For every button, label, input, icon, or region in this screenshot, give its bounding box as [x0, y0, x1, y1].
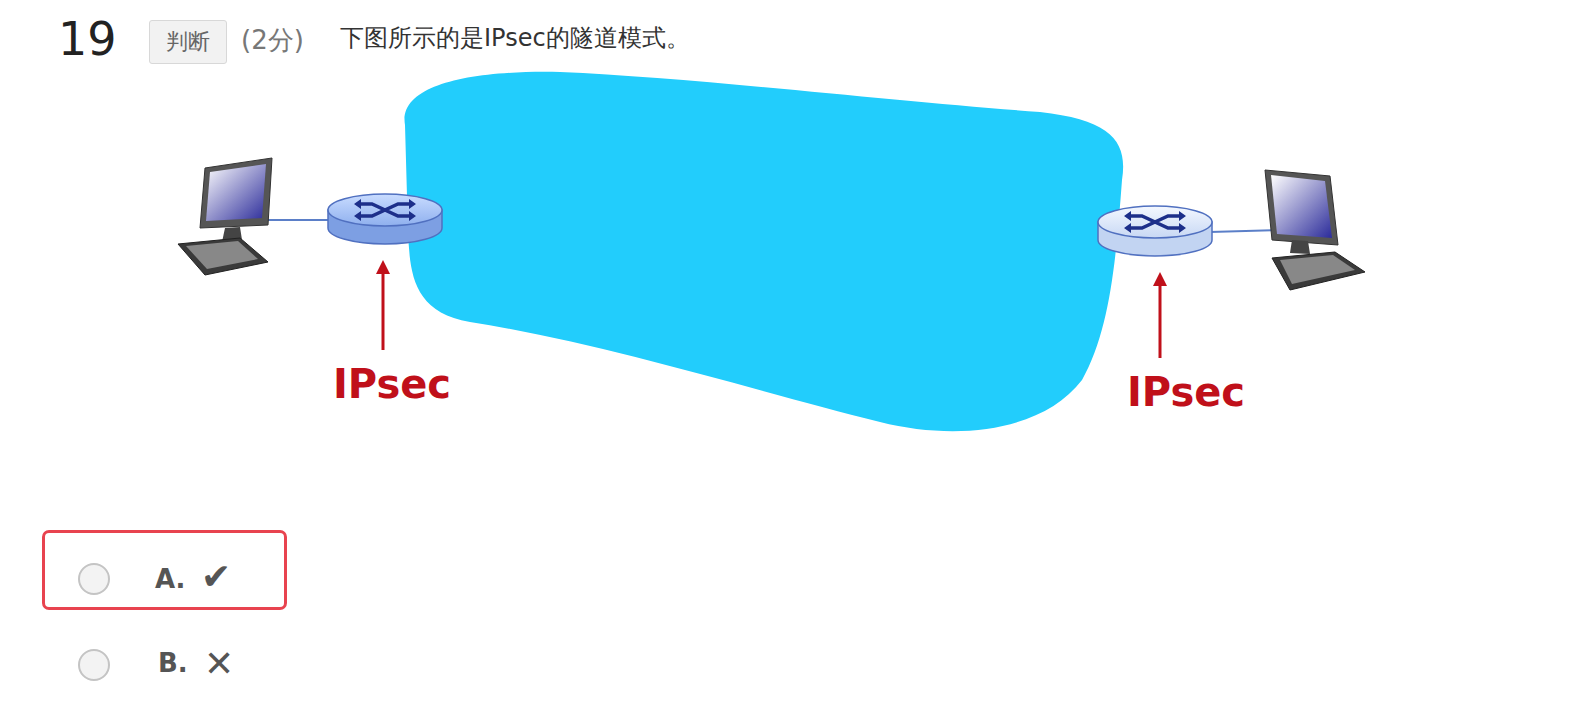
callout-label: IPsec — [333, 360, 451, 408]
router-icon — [328, 194, 442, 244]
score-label: (2分) — [241, 25, 304, 56]
option-icon: ✔ — [201, 555, 231, 598]
computer-icon — [178, 158, 272, 275]
selected-option-box: A. ✔ — [42, 530, 287, 610]
question-number: 19 — [58, 12, 117, 67]
radio-button — [79, 564, 109, 594]
leader-arrow — [376, 260, 1167, 358]
router-icon — [1098, 206, 1212, 256]
network-cloud — [405, 72, 1124, 431]
option-letter: A. — [155, 564, 185, 595]
callout-label: IPsec — [1127, 368, 1245, 416]
option-letter: B. — [158, 648, 188, 679]
radio-button — [79, 650, 109, 680]
option-icon: ✕ — [204, 642, 234, 685]
computer-icon — [1265, 170, 1365, 290]
question-type-tag: 判断 — [149, 20, 227, 64]
wire — [262, 219, 330, 221]
question-text: 下图所示的是IPsec的隧道模式。 — [340, 24, 690, 53]
tag-text: 判断 — [166, 29, 210, 55]
